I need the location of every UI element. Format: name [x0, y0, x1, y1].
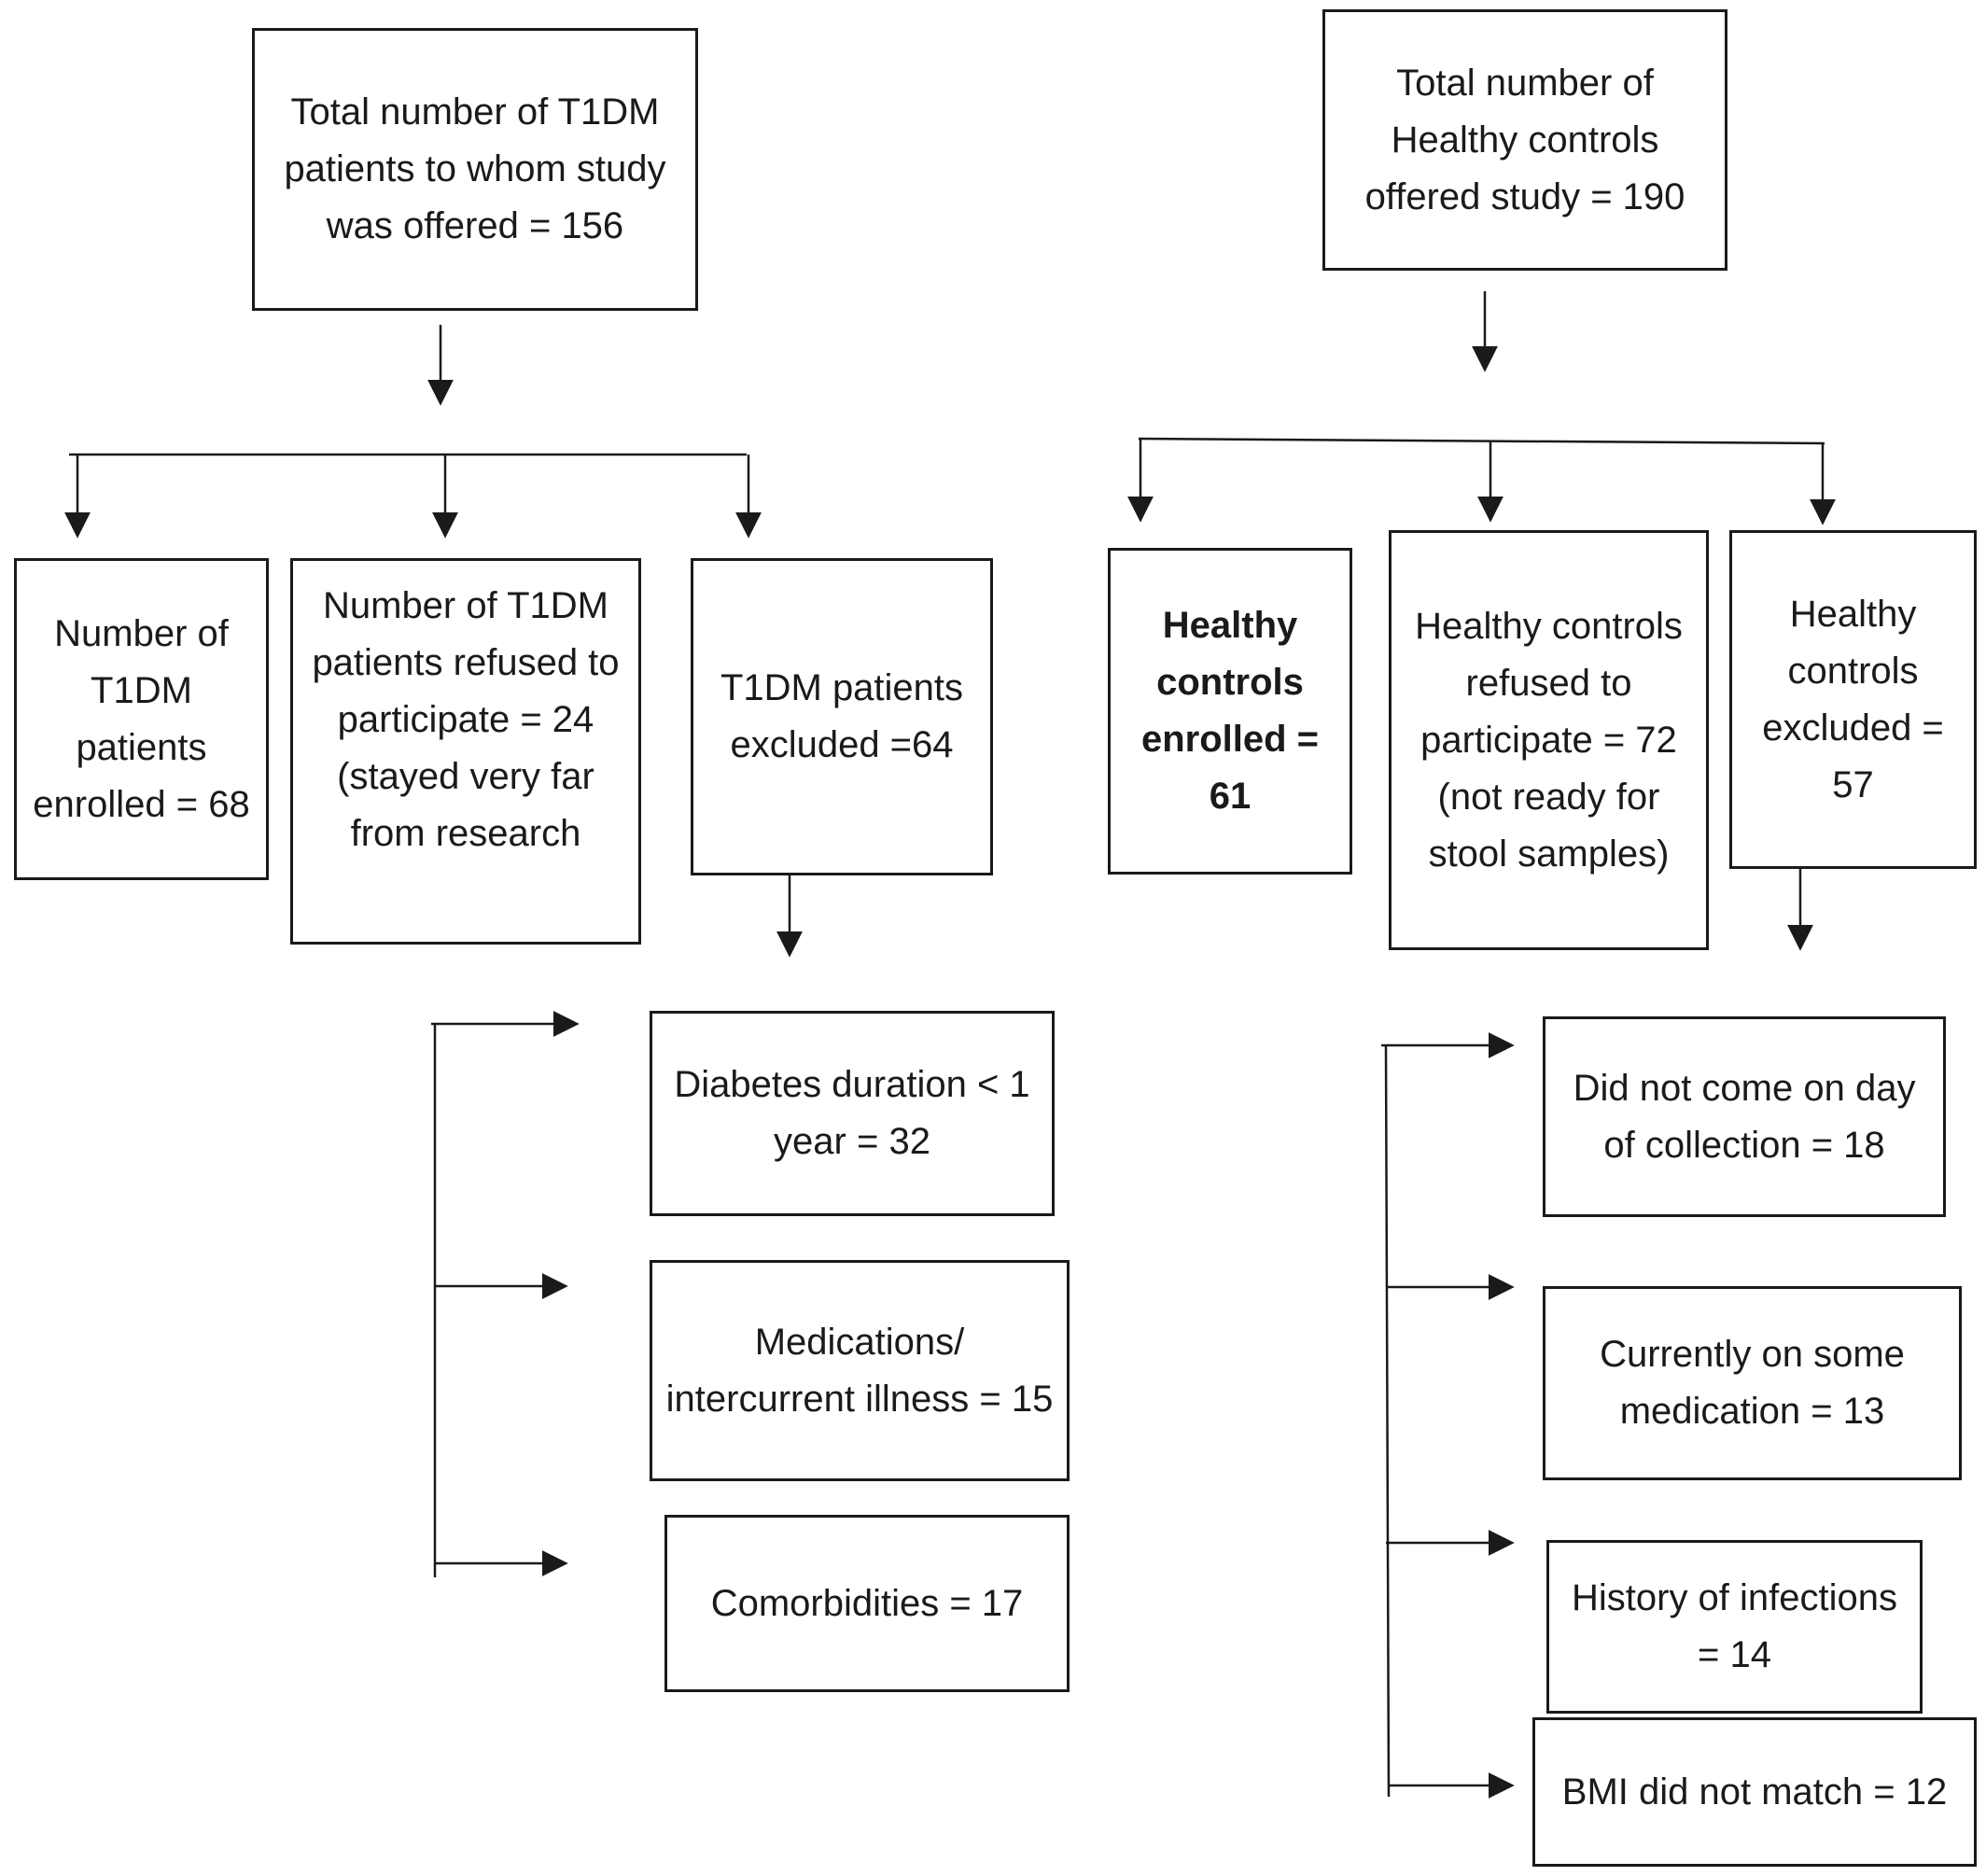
- t1dm-enrolled-text: Number of T1DM patients enrolled = 68: [33, 612, 250, 825]
- t1dm-duration-text: Diabetes duration < 1 year = 32: [674, 1064, 1030, 1162]
- controls-bmi-box: BMI did not match = 12: [1532, 1717, 1977, 1867]
- controls-medication-text: Currently on some medication = 13: [1600, 1334, 1905, 1432]
- t1dm-comorbidities-box: Comorbidities = 17: [664, 1515, 1070, 1692]
- t1dm-medications-text: Medications/ intercurrent illness = 15: [665, 1321, 1054, 1420]
- t1dm-excluded-text: T1DM patients excluded =64: [720, 667, 964, 765]
- controls-infections-text: History of infections = 14: [1571, 1577, 1898, 1675]
- t1dm-refused-text: Number of T1DM patients refused to parti…: [312, 585, 620, 854]
- t1dm-offered-box: Total number of T1DM patients to whom st…: [252, 28, 698, 311]
- controls-no-show-box: Did not come on day of collection = 18: [1543, 1016, 1946, 1217]
- controls-offered-text: Total number of Healthy controls offered…: [1364, 62, 1685, 217]
- controls-refused-text: Healthy controls refused to participate …: [1415, 605, 1683, 875]
- controls-infections-box: History of infections = 14: [1546, 1540, 1923, 1714]
- t1dm-comorbidities-text: Comorbidities = 17: [710, 1582, 1024, 1624]
- controls-excluded-box: Healthy controls excluded = 57: [1729, 530, 1977, 869]
- t1dm-duration-box: Diabetes duration < 1 year = 32: [650, 1011, 1055, 1216]
- controls-medication-box: Currently on some medication = 13: [1543, 1286, 1962, 1480]
- controls-refused-box: Healthy controls refused to participate …: [1389, 530, 1709, 950]
- t1dm-refused-box: Number of T1DM patients refused to parti…: [290, 558, 641, 945]
- controls-excluded-text: Healthy controls excluded = 57: [1762, 593, 1944, 805]
- t1dm-excluded-box: T1DM patients excluded =64: [691, 558, 993, 875]
- t1dm-medications-box: Medications/ intercurrent illness = 15: [650, 1260, 1070, 1481]
- controls-no-show-text: Did not come on day of collection = 18: [1573, 1067, 1916, 1166]
- controls-offered-box: Total number of Healthy controls offered…: [1322, 9, 1727, 271]
- controls-split-line: [1138, 437, 1825, 445]
- controls-bmi-text: BMI did not match = 12: [1561, 1771, 1948, 1813]
- t1dm-enrolled-box: Number of T1DM patients enrolled = 68: [14, 558, 269, 880]
- controls-enrolled-box: Healthy controls enrolled = 61: [1108, 548, 1352, 875]
- controls-enrolled-text: Healthy controls enrolled = 61: [1140, 605, 1320, 817]
- controls-reasons-spine: [1384, 1044, 1391, 1798]
- t1dm-offered-text: Total number of T1DM patients to whom st…: [284, 91, 666, 246]
